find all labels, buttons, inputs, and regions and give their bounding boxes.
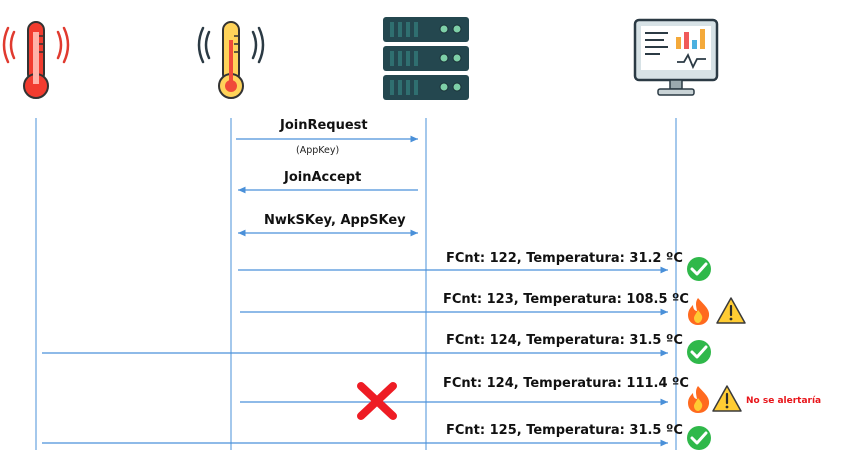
message-label-joinaccept: JoinAccept (284, 170, 362, 185)
message-label-session-keys: NwkSKey, AppSKey (264, 213, 406, 228)
check-icon (687, 257, 711, 281)
message-label-fcnt-123: FCnt: 123, Temperatura: 108.5 ºC (443, 292, 689, 307)
fire-icon (688, 386, 710, 413)
message-label-joinrequest: JoinRequest (280, 118, 368, 133)
message-label-fcnt-125: FCnt: 125, Temperatura: 31.5 ºC (446, 423, 683, 438)
warning-icon (716, 297, 746, 324)
no-alert-note: No se alertaría (746, 396, 822, 406)
check-icon (687, 340, 711, 364)
message-label-fcnt-122: FCnt: 122, Temperatura: 31.2 ºC (446, 251, 683, 266)
reject-x-icon (357, 382, 397, 420)
check-icon (687, 426, 711, 450)
server-icon (383, 17, 469, 100)
message-label-fcnt-124: FCnt: 124, Temperatura: 31.5 ºC (446, 333, 683, 348)
monitor-dashboard-icon (633, 18, 719, 96)
fire-icon (688, 298, 710, 325)
message-sublabel-appkey: (AppKey) (296, 145, 340, 156)
warning-icon (712, 385, 742, 412)
message-label-fcnt-124-replay: FCnt: 124, Temperatura: 111.4 ºC (443, 376, 689, 391)
thermometer-yellow-icon (197, 21, 265, 99)
thermometer-red-icon (2, 21, 70, 99)
